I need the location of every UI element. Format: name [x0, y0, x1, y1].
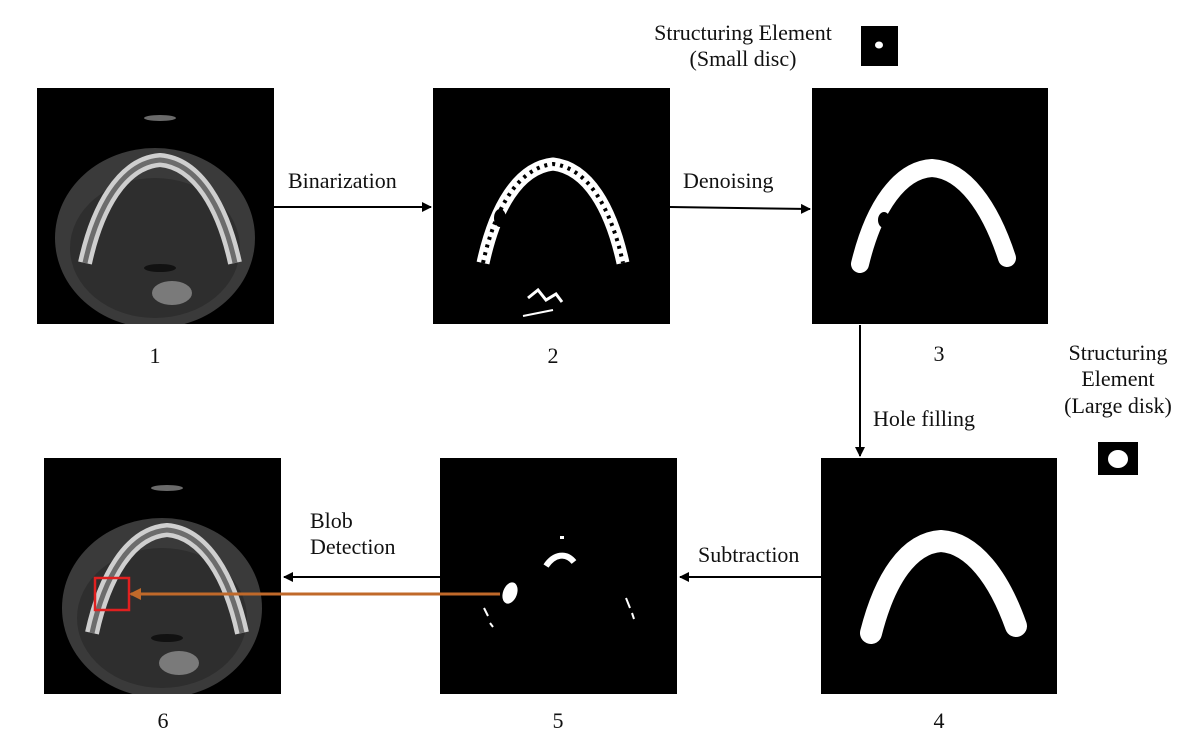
structuring-small-disc [861, 26, 898, 66]
hole-filling-label: Hole filling [873, 406, 976, 431]
step-number-3: 3 [933, 341, 945, 366]
blob-detection-line1: Blob [310, 508, 353, 533]
structuring-small-line1: Structuring Element [654, 20, 832, 45]
subtraction-label: Subtraction [698, 542, 800, 567]
binarized-image [476, 157, 630, 317]
ct-original-panel [37, 88, 274, 324]
step-number-2: 2 [547, 343, 559, 368]
structuring-large-line3: (Large disk) [1064, 392, 1172, 418]
denoised-panel [812, 88, 1048, 324]
step-number-4: 4 [933, 708, 945, 733]
ct-original-image [55, 115, 255, 324]
blob-detection-label: Blob Detection [310, 508, 396, 561]
denoising-arrow [669, 203, 811, 214]
binarized-panel [433, 88, 670, 324]
structuring-small-label: Structuring Element (Small disc) [628, 20, 858, 73]
blob-detection-line2: Detection [310, 534, 396, 560]
hole-filled-image [860, 529, 1027, 644]
detection-result-image [62, 485, 262, 694]
structuring-large-line2: Element [1081, 366, 1155, 392]
step-number-1: 1 [149, 343, 161, 368]
denoised-image [851, 158, 1016, 273]
structuring-large-label: Structuring Element (Large disk) [1048, 340, 1188, 419]
subtraction-panel [440, 458, 677, 694]
structuring-small-line2: (Small disc) [689, 46, 797, 72]
denoising-label: Denoising [683, 168, 774, 193]
step-number-6: 6 [157, 708, 169, 733]
hole-filled-panel [821, 458, 1057, 694]
subtraction-image [483, 536, 635, 628]
binarization-label: Binarization [288, 168, 397, 193]
structuring-large-disk [1098, 442, 1138, 475]
step-number-5: 5 [552, 708, 564, 733]
detection-result-panel [44, 458, 281, 694]
structuring-large-line1: Structuring [1068, 340, 1168, 365]
